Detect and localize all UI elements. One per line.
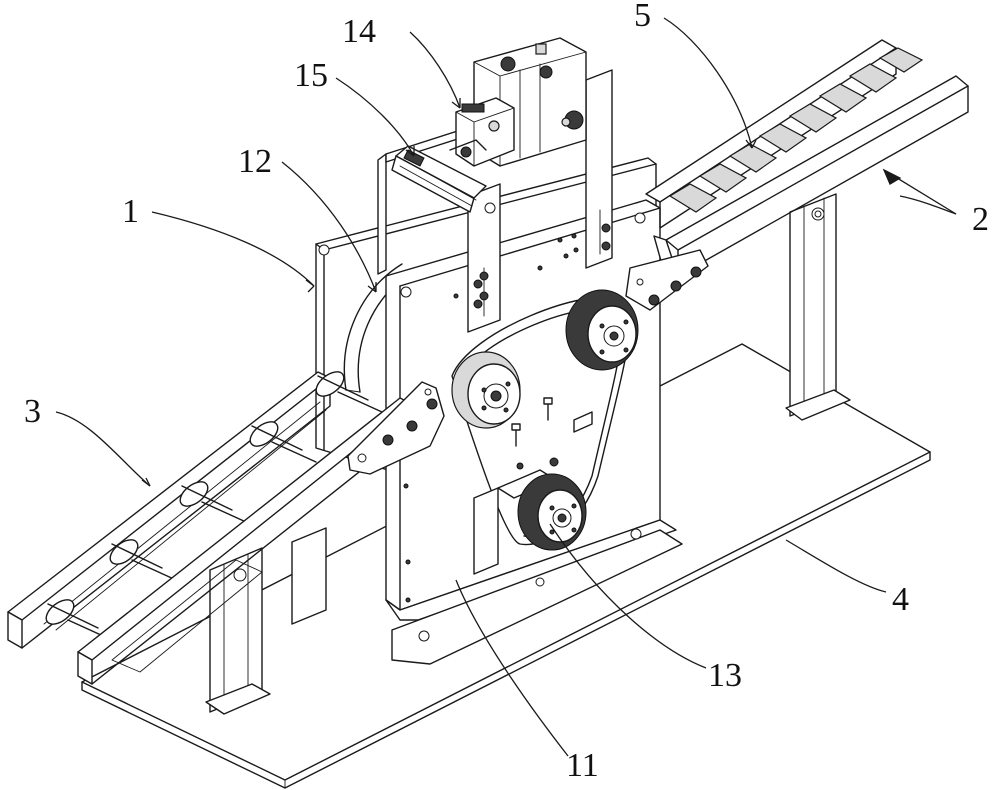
numeral-15: 15 [294,57,328,94]
pneumatic-cylinder [391,139,487,213]
right-support-leg [785,193,851,421]
reference-numerals: 1 2 3 4 5 11 12 13 14 15 [24,0,989,784]
numeral-11: 11 [566,747,599,784]
upper-right-pulley [565,289,639,371]
upper-left-pulley [451,351,521,429]
feed-conveyor [7,371,413,685]
discharge-side-plate [625,249,709,311]
lower-pulley [473,469,587,575]
numeral-13: 13 [708,657,742,694]
discharge-conveyor [645,39,969,287]
numeral-2: 2 [972,201,989,238]
numeral-1: 1 [122,193,139,230]
left-support-legs [205,527,327,715]
numeral-4: 4 [892,581,909,618]
belt-drive [451,289,639,575]
feed-side-plate [347,381,445,475]
numeral-14: 14 [342,13,376,50]
tension-rods [511,397,593,470]
discharge-rollers [668,47,924,213]
feed-rollers [45,371,383,641]
leader-lines [55,17,957,757]
numeral-3: 3 [24,393,41,430]
numeral-12: 12 [238,143,272,180]
numeral-5: 5 [634,0,651,34]
